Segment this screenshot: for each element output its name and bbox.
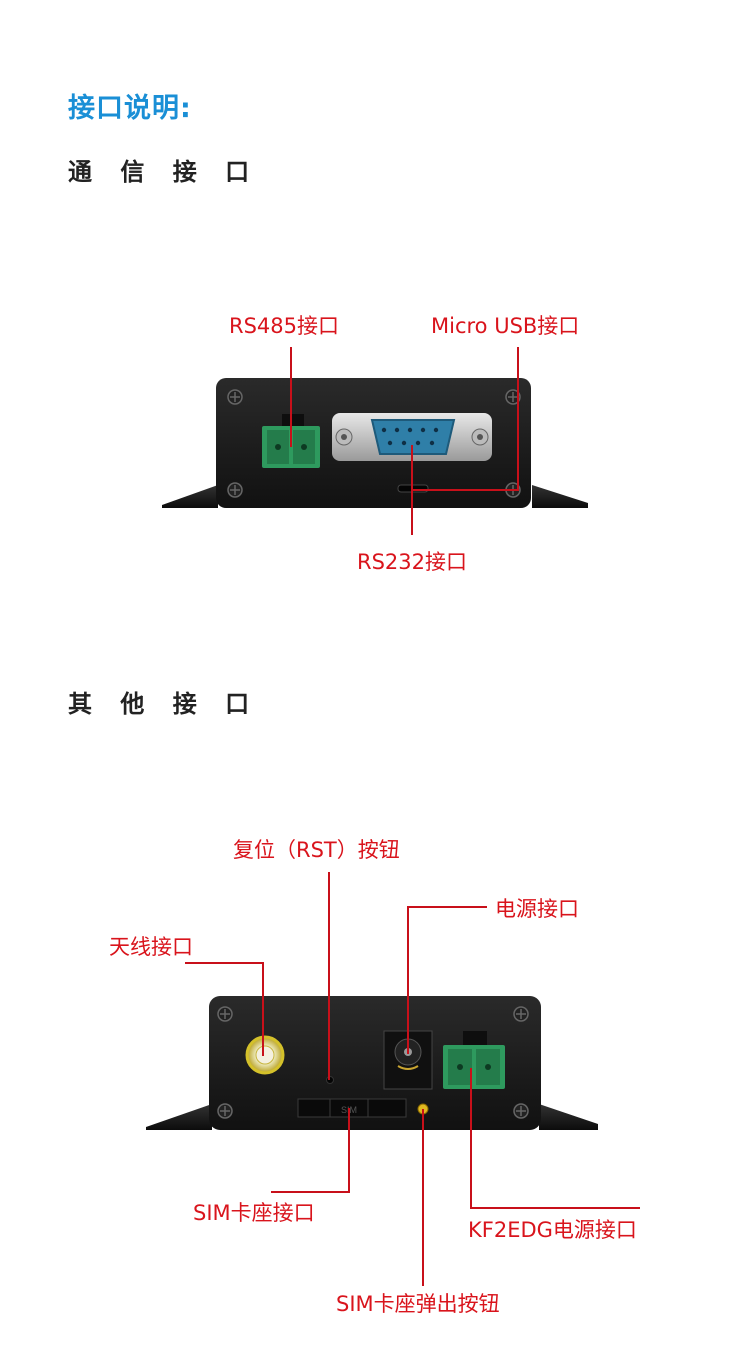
page-heading: 接口说明:: [68, 93, 192, 124]
callout-line-rs485: [290, 347, 292, 447]
callout-line-kf2edg-v: [470, 1068, 472, 1208]
callout-line-sim-slot-h: [271, 1191, 350, 1193]
callout-line-antenna-h: [185, 962, 264, 964]
device-body-2: [209, 996, 541, 1130]
label-sim-slot: SIM卡座接口: [193, 1201, 315, 1225]
rs485-terminal-connector: [262, 414, 320, 468]
screw-icon: [217, 1006, 529, 1119]
label-kf2edg-power: KF2EDG电源接口: [468, 1218, 637, 1242]
callout-line-kf2edg-h: [470, 1207, 640, 1209]
kf2edg-terminal-connector: [443, 1031, 505, 1089]
label-reset: 复位（RST）按钮: [233, 838, 400, 862]
callout-line-micro-usb-v: [517, 347, 519, 490]
callout-line-antenna-v: [262, 962, 264, 1056]
label-rs485: RS485接口: [229, 314, 340, 338]
callout-line-reset: [328, 872, 330, 1080]
label-rs232: RS232接口: [357, 550, 468, 574]
label-antenna: 天线接口: [109, 935, 193, 959]
mount-flange-right-2: [539, 1104, 598, 1130]
callout-line-rs232: [411, 445, 413, 535]
callout-line-sim-eject: [422, 1109, 424, 1286]
section-title-communication: 通 信 接 口: [68, 158, 260, 186]
section-title-other: 其 他 接 口: [68, 690, 260, 718]
antenna-sma-connector: [245, 1035, 285, 1075]
label-sim-eject: SIM卡座弹出按钮: [336, 1292, 500, 1316]
sim-card-slot: [297, 1098, 407, 1118]
callout-line-sim-slot-v: [348, 1108, 350, 1192]
callout-line-power-v: [407, 906, 409, 1054]
mount-flange-left: [162, 485, 218, 508]
label-power: 电源接口: [495, 897, 579, 921]
rs232-db9-connector: [332, 413, 492, 461]
callout-line-power-h: [407, 906, 487, 908]
mount-flange-right: [532, 485, 588, 508]
label-micro-usb: Micro USB接口: [431, 314, 580, 338]
callout-line-micro-usb-h: [413, 489, 519, 491]
screw-icon: [227, 389, 521, 498]
mount-flange-left-2: [146, 1104, 212, 1130]
